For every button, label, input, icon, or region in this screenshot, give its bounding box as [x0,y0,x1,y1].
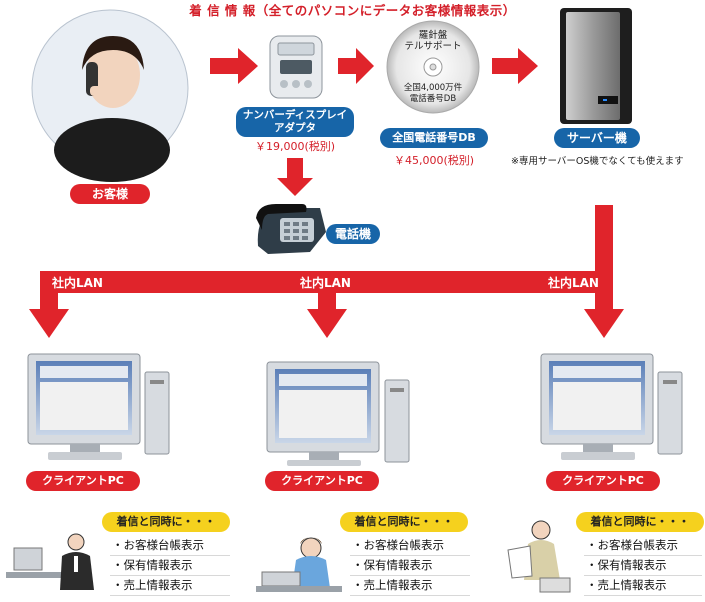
lan-label-2: 社内LAN [300,276,351,290]
staff-illustration-2 [256,537,342,592]
desk-phone-icon [256,204,326,254]
list-item: ・お客様台帳表示 [584,536,702,556]
database-disc-icon [386,20,480,114]
lan-label-3: 社内LAN [548,276,599,290]
arrow-adapter-to-phone [277,158,313,196]
list-item: ・保有情報表示 [584,556,702,576]
customer-label: お客様 [70,184,150,204]
arrow-customer-to-adapter [210,48,258,84]
disc-line2: テルサポート [404,41,462,52]
adapter-label: ナンバーディスプレイ アダプタ [236,107,354,137]
client-pc-label-1: クライアントPC [26,471,140,491]
disc-subtitle: 全国4,000万件 電話番号DB [395,83,471,105]
server-label: サーバー機 [554,128,640,148]
client-pc-label-2: クライアントPC [265,471,379,491]
client-pc-label-3: クライアントPC [546,471,660,491]
callout-2: 着信と同時に・・・ [340,512,468,532]
arrow-adapter-to-db [338,48,374,84]
database-label: 全国電話番号DB [380,128,488,148]
database-price: ￥45,000(税別) [393,154,475,167]
benefit-list-1: ・お客様台帳表示 ・保有情報表示 ・売上情報表示 [110,536,230,596]
benefit-list-3: ・お客様台帳表示 ・保有情報表示 ・売上情報表示 [584,536,702,596]
staff-illustration-3 [507,520,571,593]
client-pc-icon-2 [266,361,410,466]
disc-line3: 全国4,000万件 [403,83,463,93]
adapter-device-icon [269,35,323,99]
list-item: ・売上情報表示 [584,576,702,596]
diagram-title: 着 信 情 報（全てのパソコンにデータお客様情報表示） [189,3,516,18]
client-pc-icon-1 [27,353,170,460]
lan-label-1: 社内LAN [52,276,103,290]
arrow-db-to-server [492,48,538,84]
benefit-list-2: ・お客様台帳表示 ・保有情報表示 ・売上情報表示 [350,536,470,596]
client-pc-icon-3 [540,353,683,460]
disc-line4: 電話番号DB [409,94,457,104]
customer-photo [31,9,189,182]
list-item: ・売上情報表示 [350,576,470,596]
list-item: ・保有情報表示 [110,556,230,576]
disc-title: 羅針盤 テルサポート [395,30,471,52]
list-item: ・保有情報表示 [350,556,470,576]
adapter-label-line2: アダプタ [274,122,316,134]
staff-illustration-1 [6,533,94,590]
adapter-label-line1: ナンバーディスプレイ [242,109,348,121]
list-item: ・お客様台帳表示 [110,536,230,556]
adapter-price: ￥19,000(税別) [254,140,336,153]
callout-3: 着信と同時に・・・ [576,512,704,532]
list-item: ・売上情報表示 [110,576,230,596]
phone-label: 電話機 [326,224,380,244]
lan-network [29,205,624,338]
server-tower-icon [560,8,632,124]
server-note: ※専用サーバーOS機でなくても使えます [511,156,684,167]
disc-line1: 羅針盤 [418,30,448,41]
callout-1: 着信と同時に・・・ [102,512,230,532]
list-item: ・お客様台帳表示 [350,536,470,556]
